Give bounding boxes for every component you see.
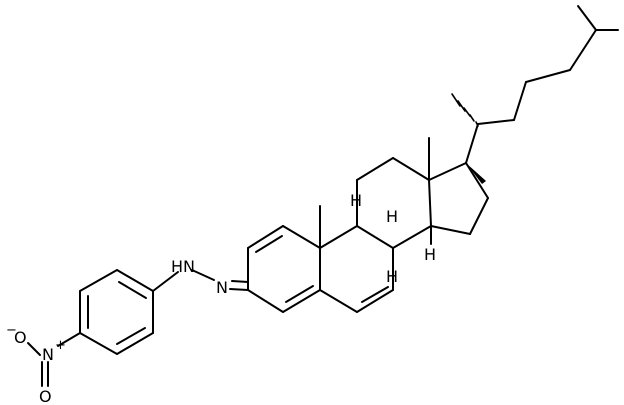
n-nitro-label: N <box>42 345 54 364</box>
nitro-group <box>27 342 49 387</box>
hn-label: HN <box>171 257 195 276</box>
h-c14-label: H <box>424 245 436 264</box>
h-c9-label: H <box>386 267 398 286</box>
o-minus-label: O <box>14 328 27 347</box>
h-c8-label: H <box>350 191 362 210</box>
ring-a <box>247 205 321 313</box>
side-chain <box>451 5 619 164</box>
stereo-bonds <box>356 163 486 267</box>
ring-d <box>428 162 489 235</box>
nitrophenyl-ring <box>57 269 154 355</box>
h-c8b-label: H <box>386 207 398 226</box>
wedge-bond <box>466 163 486 184</box>
hydrazone-linkage <box>152 269 249 292</box>
o-minus-charge: − <box>6 323 17 338</box>
hashed-bond <box>451 93 479 127</box>
ring-c <box>356 137 432 249</box>
n-plus-charge: + <box>55 338 66 353</box>
ring-b <box>319 225 394 313</box>
o-double-label: O <box>39 387 52 405</box>
n-imine-label: N <box>216 278 228 297</box>
